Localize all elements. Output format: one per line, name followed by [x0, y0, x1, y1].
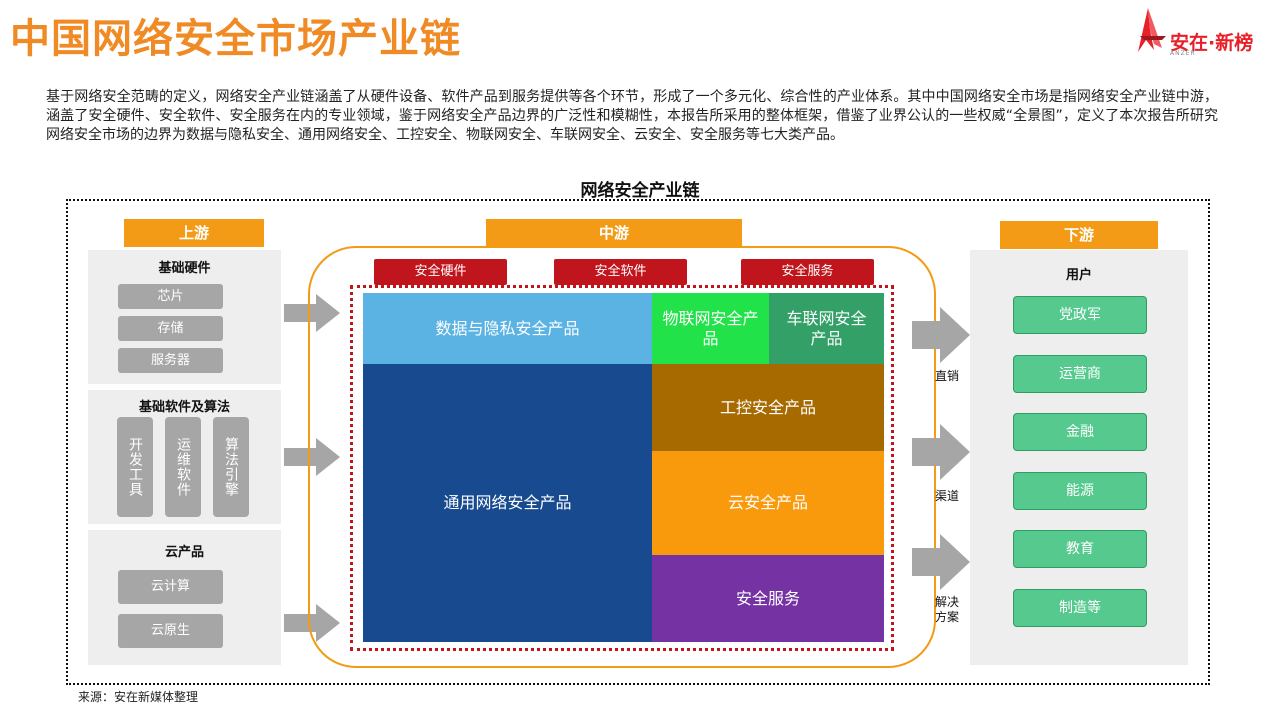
arrow-right-icon — [912, 307, 970, 363]
item-ops-software: 运维软件 — [165, 417, 201, 517]
logo-mark-icon — [1138, 8, 1166, 52]
user-manufacturing: 制造等 — [1013, 589, 1147, 627]
arrow-right-icon — [284, 294, 340, 332]
item-dev-tools: 开发工具 — [117, 417, 153, 517]
user-education: 教育 — [1013, 530, 1147, 568]
tag-security-software: 安全软件 — [554, 259, 687, 285]
brand-logo: 安在·新榜 ANZER — [1136, 6, 1276, 58]
tile-security-services: 安全服务 — [652, 555, 884, 642]
logo-text: 安在·新榜 — [1170, 32, 1254, 54]
item-cloud-computing: 云计算 — [118, 570, 223, 604]
tile-iot-security: 物联网安全产品 — [652, 293, 769, 364]
arrow-right-icon — [912, 424, 970, 480]
user-government: 党政军 — [1013, 296, 1147, 334]
user-energy: 能源 — [1013, 472, 1147, 510]
user-carriers: 运营商 — [1013, 355, 1147, 393]
panel-basic-software: 基础软件及算法 开发工具 运维软件 算法引擎 — [88, 390, 281, 524]
tag-security-hardware: 安全硬件 — [374, 259, 507, 285]
channel-solutions: 解决方案 — [934, 595, 959, 624]
tile-data-privacy: 数据与隐私安全产品 — [363, 293, 652, 364]
midstream-product-frame — [350, 285, 894, 651]
item-storage: 存储 — [118, 316, 223, 341]
tile-vehicle-security: 车联网安全产品 — [769, 293, 884, 364]
panel-title-cloud: 云产品 — [164, 545, 204, 560]
item-server: 服务器 — [118, 348, 223, 373]
logo-subtext: ANZER — [1170, 50, 1196, 57]
downstream-header: 下游 — [1000, 221, 1158, 249]
page-title: 中国网络安全市场产业链 — [10, 16, 461, 62]
tile-cloud-security: 云安全产品 — [652, 451, 884, 555]
panel-title-software: 基础软件及算法 — [138, 400, 230, 415]
diagram-frame — [66, 199, 1210, 685]
source-note: 来源：安在新媒体整理 — [78, 690, 199, 704]
panel-basic-hardware: 基础硬件 芯片 存储 服务器 — [88, 250, 281, 384]
panel-title-hardware: 基础硬件 — [158, 261, 211, 276]
arrow-right-icon — [912, 534, 970, 590]
item-algorithm-engine: 算法引擎 — [213, 417, 249, 517]
item-chip: 芯片 — [118, 284, 223, 309]
tile-general-network-security: 通用网络安全产品 — [363, 364, 652, 642]
tile-ics-security: 工控安全产品 — [652, 364, 884, 451]
arrow-right-icon — [284, 438, 340, 476]
tag-security-services: 安全服务 — [741, 259, 874, 285]
user-finance: 金融 — [1013, 413, 1147, 451]
channel-direct-sales: 直销 — [934, 369, 959, 383]
channel-distribution: 渠道 — [934, 489, 959, 503]
upstream-header: 上游 — [124, 219, 264, 247]
midstream-header: 中游 — [486, 219, 742, 247]
panel-title-users: 用户 — [1065, 268, 1092, 283]
panel-cloud-products: 云产品 云计算 云原生 — [88, 530, 281, 665]
item-cloud-native: 云原生 — [118, 614, 223, 648]
diagram-title: 网络安全产业链 — [580, 181, 700, 201]
intro-paragraph: 基于网络安全范畴的定义，网络安全产业链涵盖了从硬件设备、软件产品到服务提供等各个… — [46, 89, 1218, 143]
